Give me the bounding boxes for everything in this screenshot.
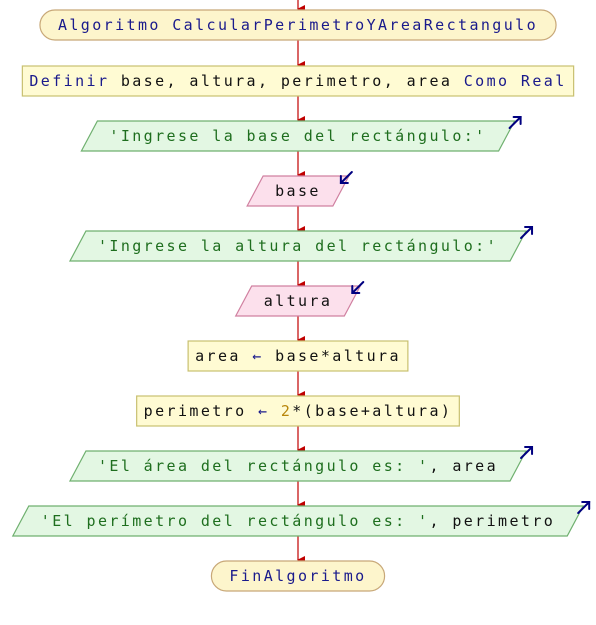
label-segment: 'El perímetro del rectángulo es: ' (41, 512, 430, 530)
label-segment: base (275, 182, 321, 200)
label-segment: altura (264, 292, 333, 310)
output-node: 'Ingrese la base del rectángulo:' (80, 116, 522, 152)
terminal-shape (210, 560, 386, 592)
label-segment: *(base+altura) (292, 402, 452, 420)
input-node: base (246, 171, 353, 207)
process-node: perimetro ← 2*(base+altura) (136, 395, 460, 427)
output-shape (11, 505, 585, 537)
label-segment: , perimetro (429, 512, 555, 530)
label-segment: base, altura, perimetro, area (121, 72, 464, 90)
input-arrow-icon (351, 281, 365, 294)
label-segment: Algoritmo (58, 16, 172, 34)
process-node: area ← base*altura (187, 340, 409, 372)
label-segment: 'Ingrese la base del rectángulo:' (109, 127, 486, 145)
input-label: base (275, 182, 321, 200)
output-node: 'El perímetro del rectángulo es: ', peri… (11, 501, 591, 537)
output-label: 'Ingrese la altura del rectángulo:' (98, 237, 498, 255)
output-label: 'El área del rectángulo es: ', area (98, 457, 498, 475)
process-label: area ← base*altura (195, 347, 401, 365)
label-segment: perimetro (144, 402, 258, 420)
process-shape (187, 340, 409, 372)
process-shape (21, 65, 575, 97)
terminal-label: FinAlgoritmo (229, 567, 366, 585)
label-segment: ← (252, 347, 263, 365)
output-shape (68, 450, 528, 482)
output-node: 'Ingrese la altura del rectángulo:' (68, 226, 534, 262)
label-segment: FinAlgoritmo (229, 567, 366, 585)
terminal-node: Algoritmo CalcularPerimetroYAreaRectangu… (39, 9, 557, 41)
label-segment: 2 (281, 402, 292, 420)
label-segment: 'El área del rectángulo es: ' (98, 457, 430, 475)
input-node: altura (234, 281, 365, 317)
output-arrow-icon (520, 226, 534, 239)
label-segment: base*altura (264, 347, 401, 365)
label-segment: , area (429, 457, 498, 475)
label-segment: Definir (29, 72, 120, 90)
output-arrow-icon (577, 501, 591, 514)
terminal-shape (39, 9, 557, 41)
input-arrow-icon (339, 171, 353, 184)
output-label: 'Ingrese la base del rectángulo:' (109, 127, 486, 145)
label-segment (269, 402, 280, 420)
label-segment: 'Ingrese la altura del rectángulo:' (98, 237, 498, 255)
input-label: altura (264, 292, 333, 310)
output-shape (68, 230, 528, 262)
flow-nodes: Algoritmo CalcularPerimetroYAreaRectangu… (11, 9, 591, 592)
process-label: Definir base, altura, perimetro, area Co… (29, 72, 566, 90)
label-segment: Como Real (464, 72, 567, 90)
output-arrow-icon (508, 116, 522, 129)
terminal-node: FinAlgoritmo (210, 560, 386, 592)
output-label: 'El perímetro del rectángulo es: ', peri… (41, 512, 555, 530)
label-segment: area (195, 347, 252, 365)
label-segment: CalcularPerimetroYAreaRectangulo (172, 16, 538, 34)
process-node: Definir base, altura, perimetro, area Co… (21, 65, 575, 97)
output-node: 'El área del rectángulo es: ', area (68, 446, 534, 482)
terminal-label: Algoritmo CalcularPerimetroYAreaRectangu… (58, 16, 538, 34)
label-segment: ← (258, 402, 269, 420)
output-shape (80, 120, 516, 152)
output-arrow-icon (520, 446, 534, 459)
process-shape (136, 395, 460, 427)
process-label: perimetro ← 2*(base+altura) (144, 402, 453, 420)
